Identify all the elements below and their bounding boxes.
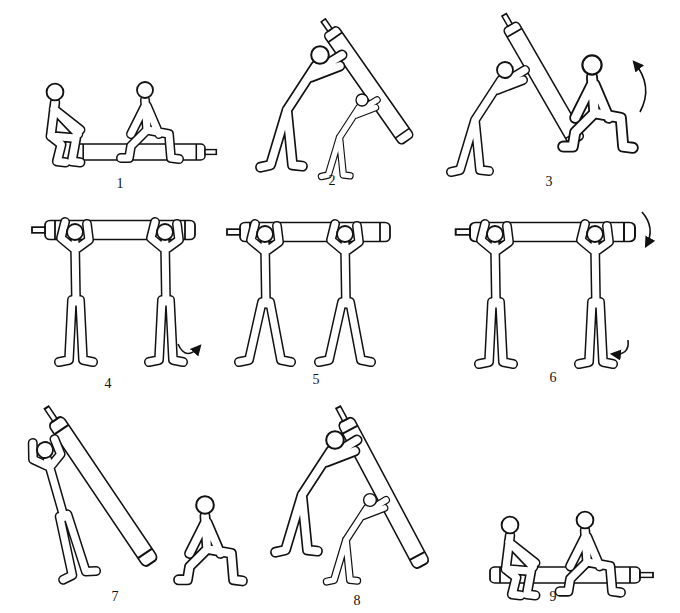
callout-number: 5 (313, 372, 320, 388)
worker-figure (121, 82, 179, 159)
worker-figure (451, 62, 525, 172)
worker-figure (59, 222, 93, 362)
callout-number: 2 (329, 173, 336, 189)
callout-number: 6 (550, 370, 557, 386)
panel-scene (451, 11, 646, 172)
panel-scene (456, 212, 650, 364)
panel-scene (32, 221, 200, 363)
worker-figure (563, 55, 633, 147)
callout-number: 4 (105, 376, 112, 392)
worker-figure (276, 431, 357, 552)
worker-figure (27, 436, 96, 580)
worker-figure (261, 46, 342, 167)
worker-figure (502, 517, 536, 596)
worker-figure (579, 224, 613, 364)
gas-cylinder (316, 16, 414, 146)
worker-figure (327, 494, 386, 582)
worker-figure (179, 496, 243, 581)
callout-number: 1 (117, 176, 124, 192)
callout-number: 3 (546, 174, 553, 190)
motion-arrow (642, 212, 650, 246)
worker-figure (47, 84, 81, 163)
callout-number: 8 (354, 593, 361, 609)
motion-arrow (634, 62, 646, 112)
panel-scene (47, 82, 217, 162)
panel-scene (227, 223, 390, 363)
panel-scene (261, 16, 415, 177)
worker-figure (479, 224, 513, 364)
worker-figure (322, 94, 378, 177)
panel-scene (276, 403, 430, 581)
motion-arrow (178, 344, 200, 354)
gas-cylinder (75, 144, 217, 160)
callout-number: 7 (112, 589, 119, 605)
worker-figure (319, 224, 371, 362)
callout-number: 9 (550, 589, 557, 605)
worker-figure (149, 222, 183, 362)
worker-figure (560, 512, 621, 593)
motion-arrow (612, 340, 628, 354)
panel-scene (490, 512, 653, 596)
worker-figure (239, 224, 291, 362)
panel-scene (27, 403, 242, 581)
